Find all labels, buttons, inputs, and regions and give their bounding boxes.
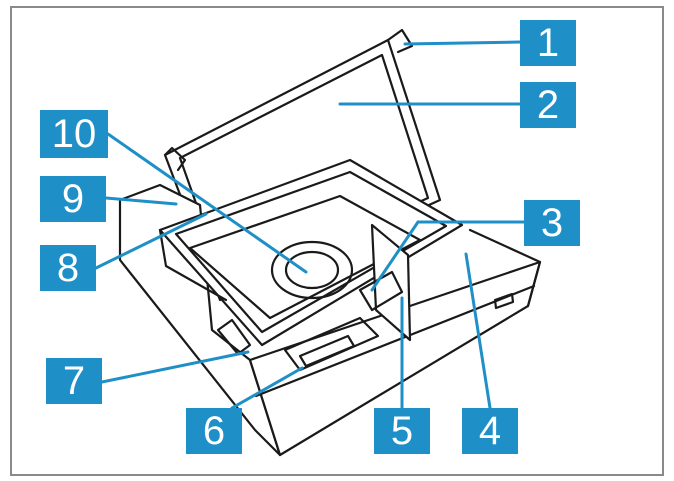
callout-2: 2: [520, 82, 576, 128]
leader-8: [94, 212, 208, 270]
front-corner-clip: [216, 318, 252, 356]
leader-9: [104, 196, 178, 206]
lid-hinge-clip: [386, 28, 414, 54]
lid-left-hinge: [163, 146, 187, 172]
leader-6: [230, 366, 304, 410]
drawer-handle: [493, 292, 515, 310]
water-channel: [283, 316, 380, 372]
drain-disc-outer: [270, 240, 354, 300]
leader-7: [100, 350, 250, 384]
callout-1: 1: [520, 20, 576, 66]
leader-1: [403, 40, 522, 46]
water-channel-detail: [298, 334, 356, 368]
drain-disc-inner: [284, 250, 340, 290]
callout-7: 7: [46, 358, 102, 404]
callout-3: 3: [524, 200, 580, 246]
container-left-wall-edge: [158, 228, 228, 302]
leader-4: [464, 252, 492, 410]
drawer-front-bottom-edge: [254, 284, 536, 398]
callout-8: 8: [40, 245, 96, 291]
leader-3b: [370, 220, 420, 292]
callout-10: 10: [40, 110, 108, 158]
callout-9: 9: [40, 176, 106, 222]
drawer-right-side: [468, 228, 542, 308]
callout-4: 4: [462, 408, 518, 454]
container-floor: [188, 194, 422, 320]
container-inner-rim: [174, 170, 448, 334]
callout-6: 6: [186, 408, 242, 454]
callout-5: 5: [374, 408, 430, 454]
leader-10: [106, 132, 308, 274]
